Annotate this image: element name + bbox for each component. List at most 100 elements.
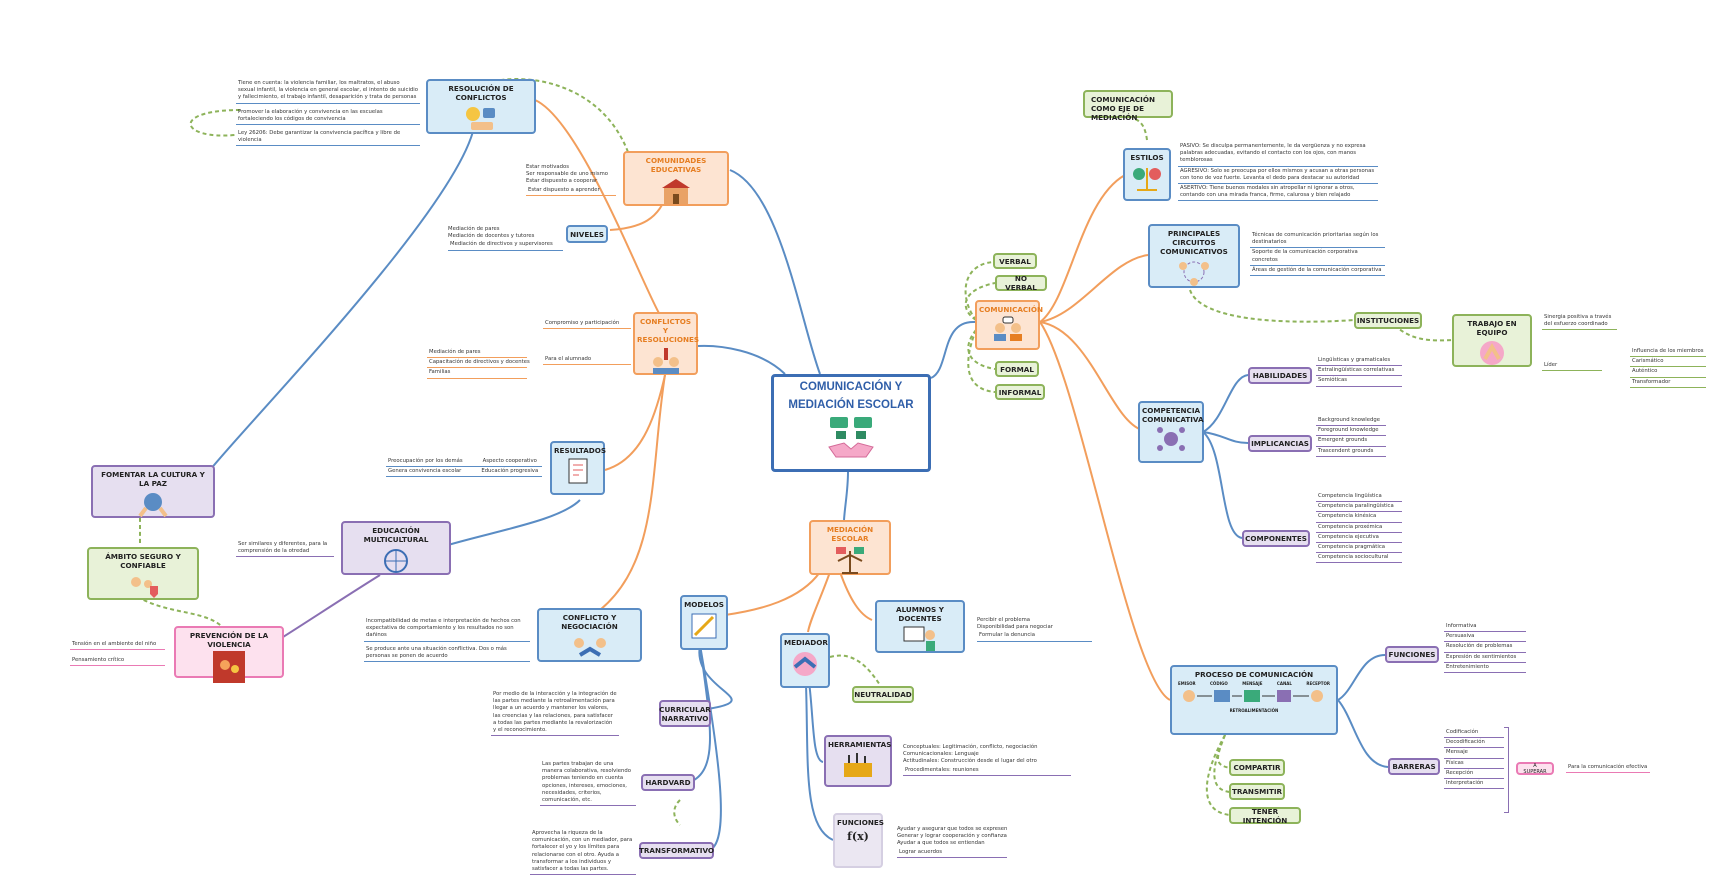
compartir-node[interactable]: COMPARTIR [1229, 759, 1285, 776]
alumnos-label: ALUMNOS Y DOCENTES [896, 605, 944, 623]
instituciones-node[interactable]: INSTITUCIONES [1354, 312, 1422, 329]
neutralidad-node[interactable]: NEUTRALIDAD [852, 686, 914, 703]
funcion-mediador-item: Ayudar y asegurar que todos se expresen [897, 826, 1008, 832]
habilidad-item: Lingüísticas y gramaticales [1316, 356, 1402, 367]
curricular-node[interactable]: CURRICULAR NARRATIVO [659, 700, 711, 727]
proceso-node[interactable]: PROCESO DE COMUNICACIÓN EMISOR CÓDIGO ME… [1170, 665, 1338, 735]
trabajo-equipo-node[interactable]: TRABAJO EN EQUIPO [1452, 314, 1532, 367]
resolucion-node[interactable]: RESOLUCIÓN DE CONFLICTOS [426, 79, 536, 134]
central-topic[interactable]: COMUNICACIÓN Y MEDIACIÓN ESCOLAR [771, 374, 931, 472]
tener-intencion-node[interactable]: TENER INTENCIÓN [1229, 807, 1301, 825]
negociacion-item: Se produce ante una situación conflictiv… [364, 645, 530, 663]
estilos-node[interactable]: ESTILOS [1123, 148, 1171, 201]
funciones-mediador-label: FUNCIONES [837, 818, 884, 827]
neutralidad-label: NEUTRALIDAD [854, 690, 912, 699]
proceso-diagram: EMISOR CÓDIGO MENSAJE CANAL RECEPTOR [1174, 679, 1334, 686]
funcion-item: Entretenimiento [1444, 663, 1526, 674]
diagram-step: MENSAJE [1242, 681, 1263, 686]
prevencion-node[interactable]: PREVENCIÓN DE LA VIOLENCIA [174, 626, 284, 683]
ambito-node[interactable]: ÁMBITO SEGURO Y CONFIABLE [87, 547, 199, 600]
lider-text-box: Líder [1542, 361, 1602, 372]
resultado-cell: Educación progresiva [481, 468, 539, 475]
nivel-item: Mediación de pares [448, 226, 500, 232]
educacion-text: Ser similares y diferentes, para la comp… [236, 540, 334, 558]
barreras-node[interactable]: BARRERAS [1388, 758, 1440, 775]
comunicacion-label: COMUNICACIÓN [979, 305, 1043, 314]
transformativo-label: TRANSFORMATIVO [638, 846, 715, 855]
funcion-item: Persuasiva [1444, 632, 1526, 643]
implicancias-node[interactable]: IMPLICANCIAS [1248, 435, 1312, 452]
niveles-node[interactable]: NIVELES [566, 225, 608, 243]
alumnos-list: Percibir el problema Disponibilidad para… [977, 617, 1092, 642]
barreras-label: BARRERAS [1392, 762, 1436, 771]
raise-hand-icon [652, 348, 679, 374]
implicancia-item: Background knowledge [1316, 416, 1386, 427]
negociacion-node[interactable]: CONFLICTO Y NEGOCIACIÓN [537, 608, 642, 662]
comunidades-node[interactable]: COMUNIDADES EDUCATIVAS [623, 151, 729, 206]
alumnado-item: Capacitación de directivos y docentes [427, 358, 530, 369]
superar-text: Para la comunicación efectiva [1566, 763, 1650, 774]
competencia-label: COMPETENCIA COMUNICATIVA [1142, 406, 1204, 424]
barreras-list: Codificación Decodificación Mensaje Físi… [1444, 728, 1504, 790]
alumnado-list: Mediación de pares Capacitación de direc… [427, 348, 530, 379]
componentes-label: COMPONENTES [1245, 534, 1307, 543]
competencia-node[interactable]: COMPETENCIA COMUNICATIVA [1138, 401, 1204, 463]
comunidades-label: COMUNIDADES EDUCATIVAS [645, 156, 707, 174]
habilidad-item: Extralingüísticas correlativas [1316, 366, 1402, 377]
resultado-cell: Genera convivencia escolar [388, 468, 462, 475]
conflictos-node[interactable]: CONFLICTOS Y RESOLUCIONES [633, 312, 699, 375]
mediador-node[interactable]: MEDIADOR [780, 633, 830, 688]
network-people-icon [1179, 261, 1209, 286]
circuitos-node[interactable]: PRINCIPALES CIRCUITOS COMUNICATIVOS [1148, 224, 1240, 288]
eje-mediacion-node[interactable]: COMUNICACIÓN COMO EJE DE MEDIACIÓN [1083, 90, 1173, 122]
nivel-item: Mediación de docentes y tutores [448, 233, 535, 240]
tipo-informal[interactable]: INFORMAL [995, 384, 1045, 400]
superar-text-box: Para la comunicación efectiva [1566, 763, 1650, 774]
tipo-label: VERBAL [999, 256, 1031, 266]
tipo-no-verbal[interactable]: NO VERBAL [995, 274, 1047, 292]
prevention-image-icon [213, 651, 245, 683]
funciones-label: FUNCIONES [1388, 650, 1436, 659]
fomentar-node[interactable]: FOMENTAR LA CULTURA Y LA PAZ [91, 465, 215, 518]
funciones-node[interactable]: FUNCIONES [1385, 646, 1439, 663]
transmitir-node[interactable]: TRANSMITIR [1229, 783, 1285, 800]
harvard-node[interactable]: HARDVARD [641, 774, 695, 791]
habilidades-list: Lingüísticas y gramaticales Extralingüís… [1316, 356, 1402, 387]
niveles-list: Mediación de pares Mediación de docentes… [448, 226, 563, 251]
lider-item: Influencia de los miembros [1630, 347, 1706, 358]
comunidad-item: Estar dispuesto a aprender [526, 186, 616, 196]
funciones-mediador-list: Ayudar y asegurar que todos se expresen … [897, 826, 1007, 858]
modelos-node[interactable]: MODELOS [680, 595, 728, 650]
alumno-item: Formular la denuncia [977, 631, 1092, 642]
transformativo-node[interactable]: TRANSFORMATIVO [639, 842, 714, 859]
tipo-formal[interactable]: FORMAL [995, 361, 1039, 377]
circuitos-list: Técnicas de comunicación prioritarias se… [1250, 231, 1385, 277]
resolucion-item: Ley 26206: Debe garantizar la convivenci… [236, 129, 420, 147]
implicancias-label: IMPLICANCIAS [1251, 439, 1309, 448]
funciones-mediador-node[interactable]: FUNCIONES f(x) [833, 813, 884, 868]
prevencion-list: Tensión en el ambiente del niño Pensamie… [70, 640, 165, 667]
mediacion-node[interactable]: MEDIACIÓN ESCOLAR [809, 520, 891, 575]
resultados-node[interactable]: RESULTADOS [550, 441, 606, 495]
educacion-node[interactable]: EDUCACIÓN MULTICULTURAL [341, 521, 451, 575]
link-central-conflictos [697, 344, 786, 375]
educacion-label: EDUCACIÓN MULTICULTURAL [363, 526, 429, 544]
tipo-label: NO VERBAL [1005, 274, 1037, 292]
habilidades-node[interactable]: HABILIDADES [1248, 367, 1312, 384]
tipo-verbal[interactable]: VERBAL [993, 253, 1037, 269]
comunicacion-node[interactable]: COMUNICACIÓN [975, 300, 1043, 350]
herramienta-item: Procedimentales: reuniones [903, 766, 1071, 776]
funcion-mediador-item: Ayudar a que todos se entiendan [897, 840, 985, 847]
superar-node[interactable]: A SUPERAR [1516, 762, 1554, 775]
negotiation-handshake-icon [573, 638, 606, 657]
blueprint-icon [691, 613, 717, 639]
habilidad-item: Semióticas [1316, 376, 1402, 387]
herramientas-node[interactable]: HERRAMIENTAS [824, 735, 892, 787]
retro-label: RETROALIMENTACIÓN [1229, 708, 1279, 713]
alumnos-node[interactable]: ALUMNOS Y DOCENTES [875, 600, 965, 653]
componente-item: Competencia kinésica [1316, 512, 1402, 523]
scale-styles-icon [1133, 168, 1161, 191]
harvard-label: HARDVARD [645, 778, 691, 787]
componentes-node[interactable]: COMPONENTES [1242, 530, 1310, 547]
estilos-list: PASIVO: Se disculpa permanentemente, le … [1178, 142, 1378, 202]
